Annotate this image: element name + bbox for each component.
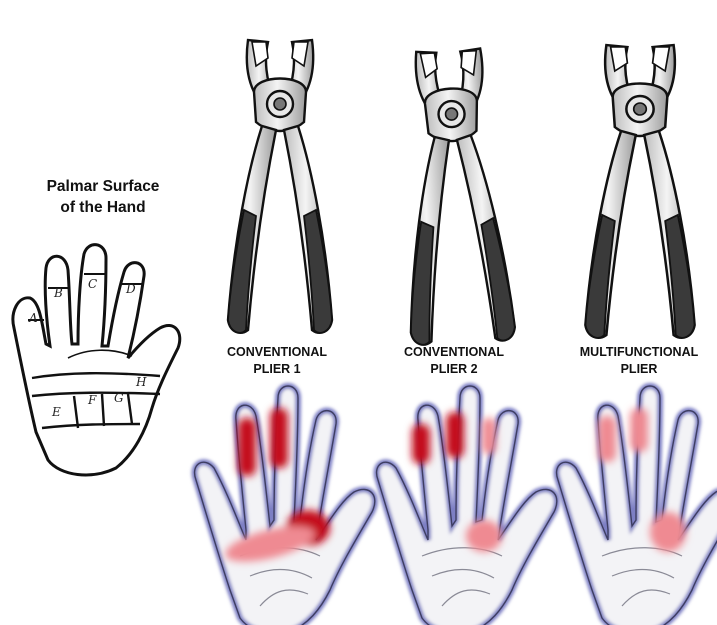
tool-caption-line-2: PLIER bbox=[564, 361, 714, 378]
plier-icon bbox=[585, 45, 694, 338]
zone-label: C bbox=[88, 277, 97, 291]
tool-caption-line-2: PLIER 1 bbox=[202, 361, 352, 378]
zone-label: H bbox=[135, 375, 147, 389]
plier-icon bbox=[396, 47, 515, 345]
tool-caption-line-2: PLIER 2 bbox=[379, 361, 529, 378]
tool-caption-line-1: CONVENTIONAL bbox=[202, 344, 352, 361]
pressure-map-plier-2 bbox=[377, 386, 557, 625]
zone-label: E bbox=[51, 405, 61, 419]
pressure-map-multifunctional bbox=[557, 386, 717, 625]
zone-label: F bbox=[87, 393, 97, 407]
zone-label: B bbox=[53, 286, 63, 300]
plier-icon bbox=[228, 40, 332, 333]
zone-label: G bbox=[114, 391, 124, 405]
pressure-map-plier-1 bbox=[195, 386, 375, 625]
tool-caption-line-1: MULTIFUNCTIONAL bbox=[564, 344, 714, 361]
tool-caption-plier-1: CONVENTIONAL PLIER 1 bbox=[202, 344, 352, 378]
tool-caption-multifunctional: MULTIFUNCTIONAL PLIER bbox=[564, 344, 714, 378]
page-title: Palmar Surface of the Hand bbox=[18, 176, 188, 218]
zone-label: D bbox=[125, 282, 136, 296]
zone-label: A bbox=[28, 311, 38, 325]
title-line-1: Palmar Surface bbox=[18, 176, 188, 197]
tool-caption-line-1: CONVENTIONAL bbox=[379, 344, 529, 361]
title-line-2: of the Hand bbox=[18, 197, 188, 218]
tool-caption-plier-2: CONVENTIONAL PLIER 2 bbox=[379, 344, 529, 378]
